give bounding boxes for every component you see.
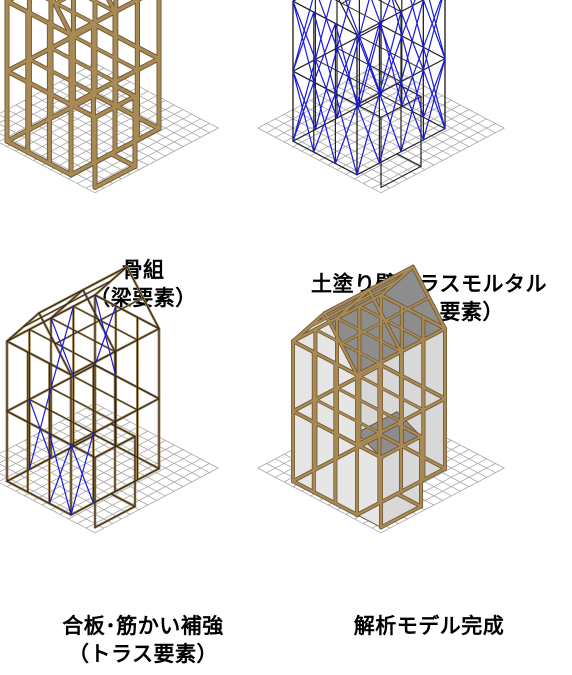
house-model bbox=[4, 0, 162, 190]
house-model bbox=[291, 264, 447, 530]
caption-line-1: 解析モデル完成 bbox=[353, 614, 505, 638]
panel-complete: 解析モデル完成 bbox=[257, 264, 572, 675]
caption-line-1: 合板･筋かい補強 bbox=[62, 614, 224, 638]
caption-line-1: 骨組 bbox=[121, 258, 165, 282]
completed-model-house-icon bbox=[257, 264, 505, 534]
house-model bbox=[292, 0, 446, 188]
caption-complete: 解析モデル完成 bbox=[286, 612, 572, 640]
caption-line-1: 土塗り壁、ラスモルタル bbox=[310, 272, 548, 296]
caption-line-2: （トラス要素） bbox=[67, 642, 219, 666]
panel-earth-wall: 土塗り壁、ラスモルタル （トラス要素） bbox=[257, 0, 572, 340]
braced-frame-house-icon bbox=[0, 265, 219, 534]
timber-frame-house-icon bbox=[0, 0, 219, 194]
caption-frame: 骨組 （梁要素） bbox=[0, 256, 286, 312]
house-model bbox=[5, 265, 161, 529]
panel-frame: 骨組 （梁要素） bbox=[0, 0, 286, 320]
truss-wall-house-icon bbox=[257, 0, 505, 194]
panel-plywood: 合板･筋かい補強 （トラス要素） bbox=[0, 265, 286, 675]
caption-plywood: 合板･筋かい補強 （トラス要素） bbox=[0, 612, 286, 668]
